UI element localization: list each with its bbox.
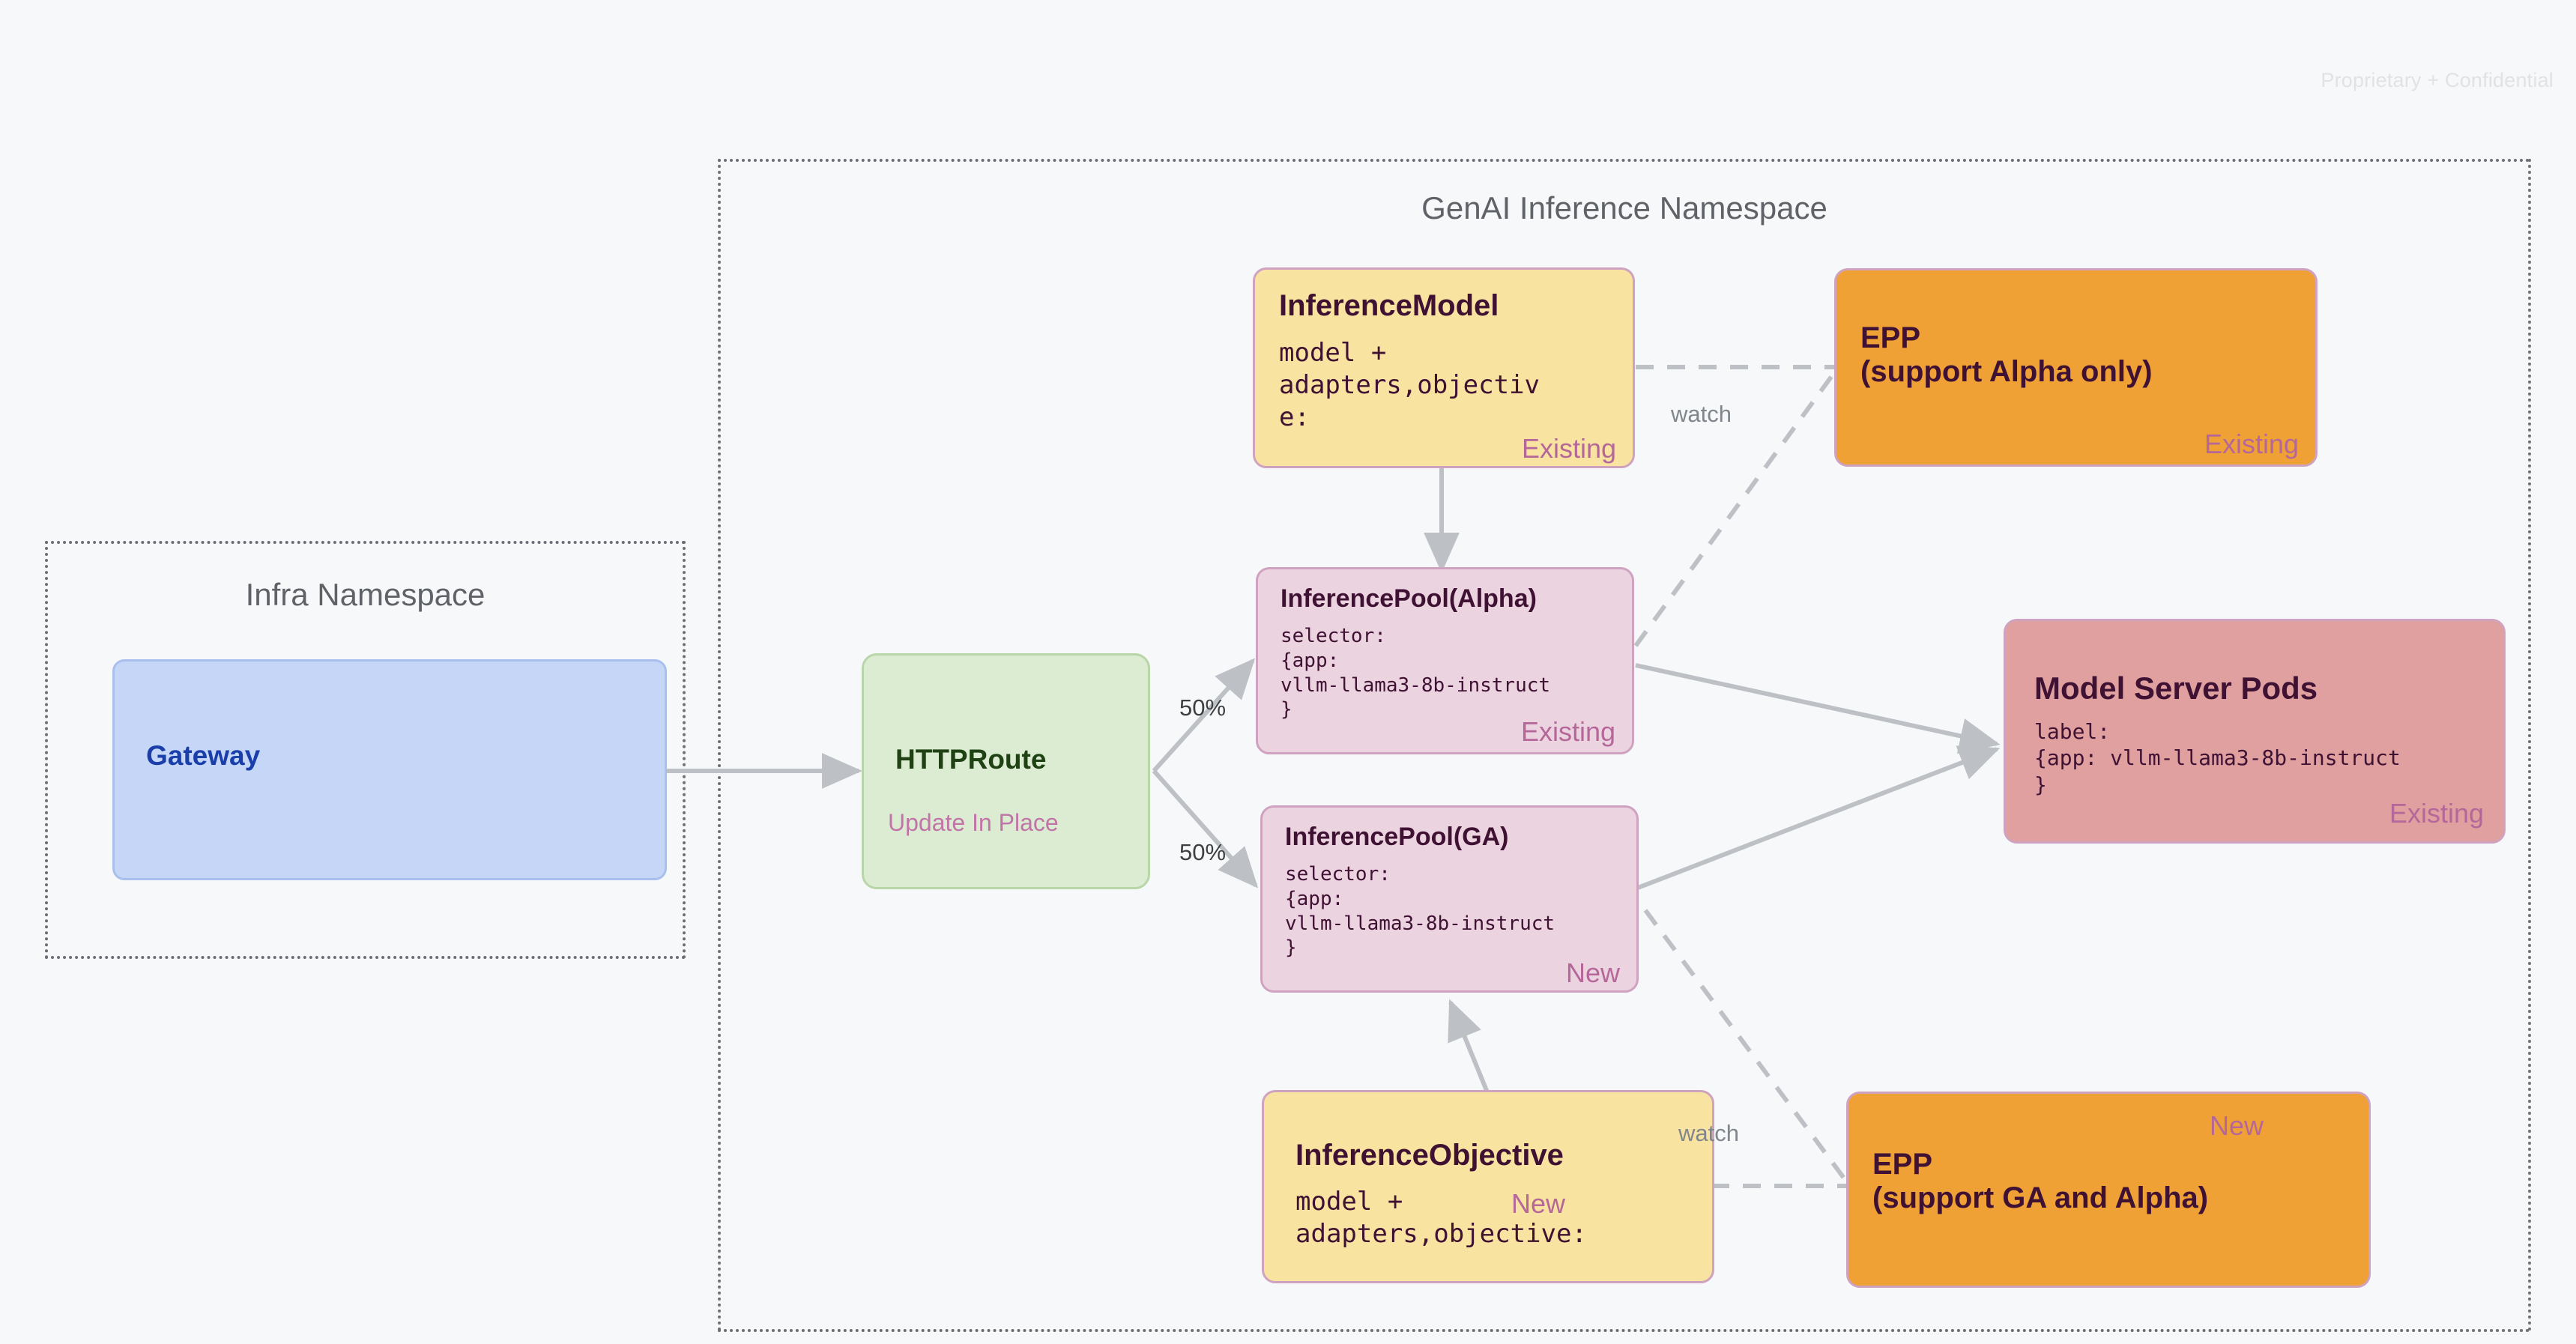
node-inference-pool-alpha-title: InferencePool(Alpha)	[1281, 584, 1537, 613]
node-model-server-pods-title: Model Server Pods	[2034, 671, 2318, 706]
node-inference-pool-alpha-tag: Existing	[1520, 716, 1615, 747]
namespace-genai: GenAI Inference Namespace	[718, 159, 2531, 1332]
node-inference-objective-body: model + adapters,objective:	[1295, 1187, 1587, 1249]
node-model-server-pods[interactable]: Model Server Pods label: {app: vllm-llam…	[2004, 619, 2506, 844]
node-epp-alpha-tag: Existing	[2204, 429, 2299, 459]
node-epp-alpha-title: EPP (support Alpha only)	[1860, 321, 2153, 388]
node-model-server-pods-body: label: {app: vllm-llama3-8b-instruct }	[2034, 719, 2401, 797]
node-httproute[interactable]: HTTPRoute Update In Place	[862, 653, 1150, 889]
node-inference-pool-alpha-body: selector: {app: vllm-llama3-8b-instruct …	[1281, 625, 1551, 721]
node-inference-objective[interactable]: InferenceObjective model + adapters,obje…	[1262, 1090, 1714, 1283]
node-epp-ga-tag: New	[2209, 1110, 2264, 1141]
node-gateway[interactable]: Gateway	[112, 659, 667, 880]
node-inference-pool-alpha[interactable]: InferencePool(Alpha) selector: {app: vll…	[1256, 567, 1634, 754]
edge-label-split-bottom: 50%	[1179, 839, 1227, 865]
node-httproute-tag: Update In Place	[888, 809, 1059, 836]
confidential-notice: Proprietary + Confidential	[2320, 69, 2554, 91]
node-inference-pool-ga-body: selector: {app: vllm-llama3-8b-instruct …	[1285, 863, 1555, 960]
node-httproute-title: HTTPRoute	[895, 744, 1047, 775]
edge-label-split-top: 50%	[1179, 694, 1227, 721]
node-inference-model[interactable]: InferenceModel model + adapters,objectiv…	[1253, 267, 1635, 468]
node-epp-ga[interactable]: EPP (support GA and Alpha) New	[1846, 1092, 2371, 1288]
namespace-genai-title: GenAI Inference Namespace	[1421, 190, 1827, 225]
node-epp-ga-title: EPP (support GA and Alpha)	[1872, 1148, 2209, 1214]
node-gateway-title: Gateway	[146, 740, 261, 771]
edge-label-watch-bottom: watch	[1678, 1120, 1739, 1146]
node-epp-alpha[interactable]: EPP (support Alpha only) Existing	[1834, 268, 2318, 467]
node-inference-objective-title: InferenceObjective	[1295, 1139, 1564, 1172]
node-inference-model-body: model + adapters,objectiv e:	[1279, 338, 1540, 432]
node-inference-model-tag: Existing	[1521, 433, 1616, 464]
node-inference-objective-tag: New	[1511, 1188, 1566, 1219]
node-inference-pool-ga-tag: New	[1565, 957, 1620, 988]
node-inference-model-title: InferenceModel	[1279, 289, 1499, 322]
namespace-infra: Infra Namespace	[45, 541, 686, 959]
node-inference-pool-ga[interactable]: InferencePool(GA) selector: {app: vllm-l…	[1260, 805, 1639, 993]
namespace-infra-title: Infra Namespace	[245, 577, 486, 612]
node-model-server-pods-tag: Existing	[2389, 798, 2484, 829]
node-inference-pool-ga-title: InferencePool(GA)	[1285, 823, 1509, 851]
edge-label-watch-top: watch	[1671, 401, 1732, 427]
